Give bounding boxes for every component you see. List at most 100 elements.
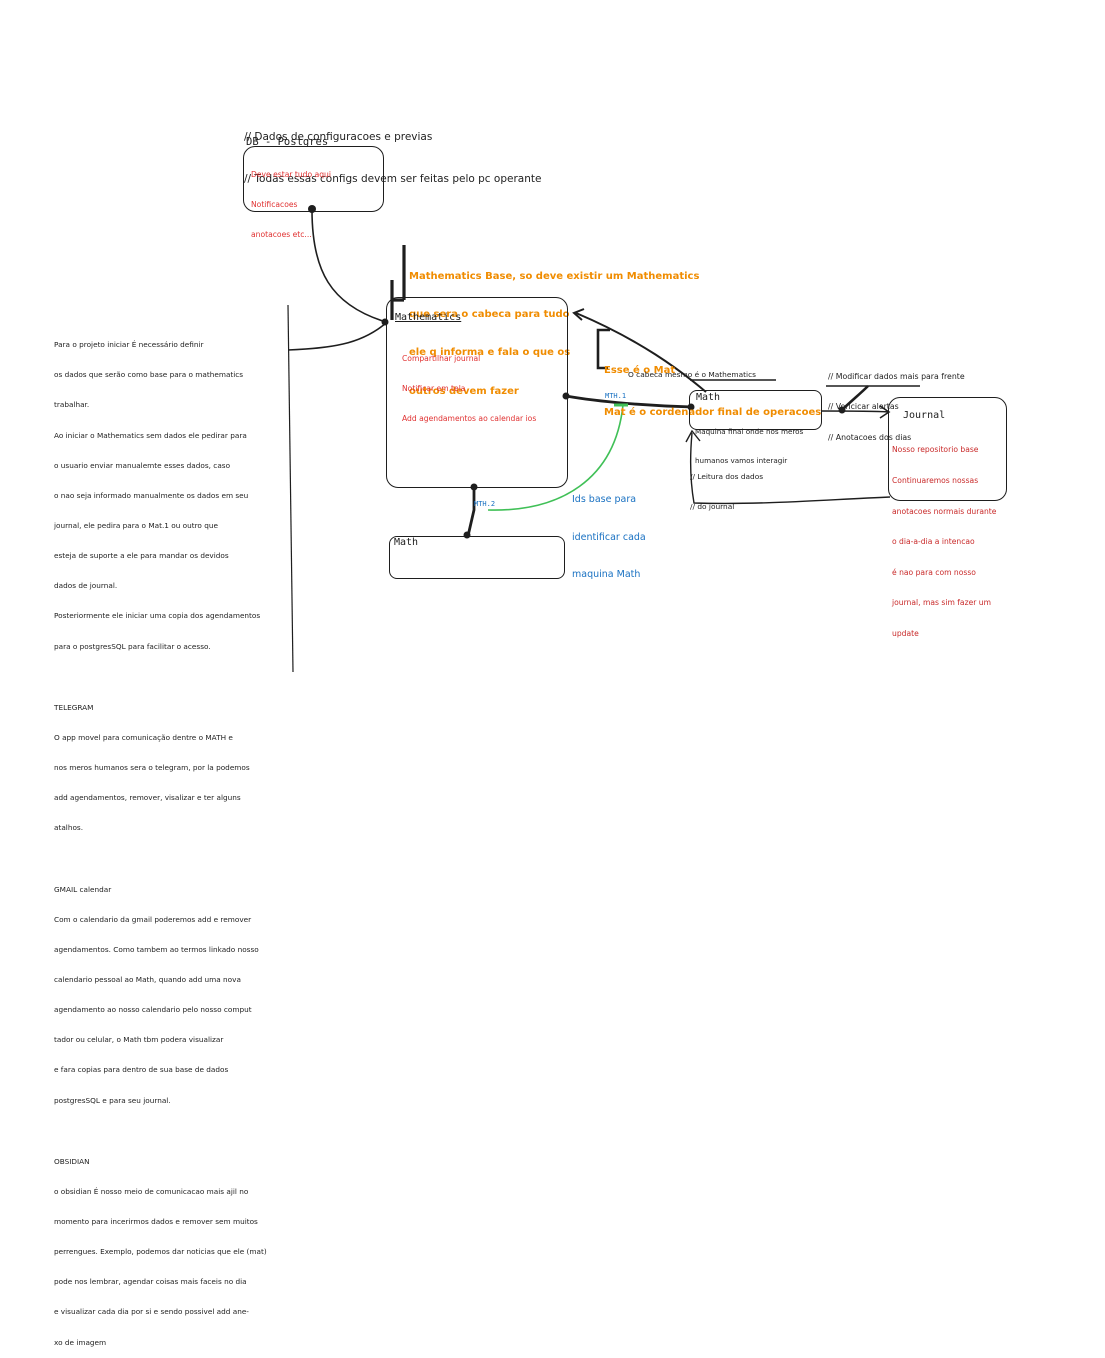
journal-note: anotacoes normais durante: [892, 506, 997, 516]
journal-box[interactable]: Journal Nosso repositorio base Continuar…: [888, 397, 1007, 638]
math-annotation: Esse é o Mat Mat é o cordenador final de…: [604, 336, 821, 434]
mth1-label: MTH.1: [605, 392, 627, 400]
math-desc-line: humanos vamos interagir: [695, 455, 788, 465]
db-note: anotacoes etc...: [251, 230, 312, 239]
sidebar-line: atalhos.: [54, 823, 84, 833]
journal-note: o dia-a-dia a intencao: [892, 537, 975, 547]
journal-note: é nao para com nosso: [892, 567, 976, 577]
journal-comment: // Vericicar alertas: [828, 402, 899, 412]
mathematics-to-math-line: [565, 394, 694, 409]
journal-note: update: [892, 629, 919, 639]
sidebar-line: xo de imagem: [54, 1337, 107, 1347]
sidebar-line: perrengues. Exemplo, podemos dar noticia…: [54, 1247, 267, 1257]
sidebar-line: nos meros humanos sera o telegram, por l…: [54, 763, 250, 773]
journal-comments: // Modificar dados mais para frente // V…: [828, 352, 965, 453]
math-right-title: Math: [696, 392, 721, 403]
read-note-line: // Leitura dos dados: [690, 472, 764, 482]
annotation-line: que sera o cabeca para tudo: [409, 308, 570, 320]
arrowhead-mathematics: [572, 308, 585, 321]
sidebar-line: postgresSQL e para seu journal.: [54, 1095, 171, 1105]
annotation-line: Mathematics Base, so deve existir um Mat…: [409, 270, 700, 282]
ids-caption-line: Ids base para: [572, 494, 637, 505]
sidebar-line: add agendamentos, remover, visalizar e t…: [54, 793, 241, 803]
sidebar-line: Ao iniciar o Mathematics sem dados ele p…: [54, 430, 247, 440]
mathematics-annotation: Mathematics Base, so deve existir um Mat…: [409, 245, 699, 411]
math-caption: O cabeca mesmo é o Mathematics: [628, 370, 757, 379]
mth2-label: MTH.2: [474, 500, 496, 508]
sidebar-line: pode nos lembrar, agendar coisas mais fa…: [54, 1277, 247, 1287]
journal-to-math-arrow: [689, 432, 891, 505]
sidebar-line: Com o calendario da gmail poderemos add …: [54, 914, 252, 924]
sidebar-line: journal, ele pedira para o Mat.1 ou outr…: [54, 520, 218, 530]
db-notes: Deve estar tudo aqui Notificacoes anotac…: [251, 150, 331, 260]
mathematics-to-math-bottom-line: [466, 486, 476, 537]
sidebar-line: O app movel para comunicação dentre o MA…: [54, 732, 233, 742]
arrowhead-math: [685, 429, 701, 443]
ids-caption-line: maquina Math: [572, 569, 641, 580]
journal-comment: // Modificar dados mais para frente: [828, 372, 965, 382]
header-line-2: // Todas essas configs devem ser feitas …: [244, 173, 542, 185]
sidebar-line: esteja de suporte a ele para mandar os d…: [54, 551, 229, 561]
header-comments: // Dados de configuracoes e previas // T…: [244, 102, 541, 200]
db-to-mathematics-arrow: [311, 209, 387, 323]
sidebar-line: agendamento ao nosso calendario pelo nos…: [54, 1005, 252, 1015]
sidebar-line: agendamentos. Como tambem ao termos link…: [54, 944, 259, 954]
db-note: Deve estar tudo aqui: [251, 170, 331, 179]
ids-green-line: [487, 404, 624, 511]
math-desc-line: Maquina final onde nos meros: [695, 427, 804, 436]
sidebar-to-mathematics-line: [287, 322, 387, 351]
math-to-journal-arrow: [821, 410, 889, 413]
sidebar-line: calendario pessoal ao Math, quando add u…: [54, 974, 241, 984]
sidebar-line: Para o projeto iniciar É necessário defi…: [54, 340, 204, 350]
obsidian-title: OBSIDIAN: [54, 1156, 90, 1166]
sidebar-line: tador ou celular, o Math tbm podera visu…: [54, 1035, 224, 1045]
header-line-1: // Dados de configuracoes e previas: [244, 131, 433, 143]
sidebar-line: trabalhar.: [54, 400, 90, 410]
sidebar-line: Posteriormente ele iniciar uma copia dos…: [54, 611, 261, 621]
sidebar-line: para o postgresSQL para facilitar o aces…: [54, 641, 211, 651]
math-to-mathematics-arrow: [575, 312, 707, 393]
sidebar-line: o obsidian É nosso meio de comunicacao m…: [54, 1186, 249, 1196]
journal-title: Journal: [903, 410, 946, 421]
mathematics-note: Notificar em tela: [402, 384, 466, 393]
journal-comment: // Anotacoes dos dias: [828, 432, 912, 442]
sidebar-line: momento para incerirmos dados e remover …: [54, 1217, 258, 1227]
db-title: DB - Postgres: [246, 136, 329, 148]
sidebar-line: dados de journal.: [54, 581, 118, 591]
math-annotation-bracket: [596, 328, 610, 370]
journal-note: journal, mas sim fazer um: [892, 598, 991, 608]
math-right-desc: Maquina final onde nos meros humanos vam…: [695, 408, 803, 484]
mathematics-title: Mathematics: [395, 312, 462, 323]
read-note-line: // do journal: [690, 502, 735, 512]
comments-dot: [838, 406, 846, 414]
mathematics-notes: Compartilhar journal Notificar em tela A…: [402, 334, 536, 444]
annotation-line: outros devem fazer: [409, 385, 519, 397]
read-note: // Leitura dos dados // do journal: [690, 452, 763, 523]
journal-note: Continuaremos nossas: [892, 476, 979, 486]
annotation-line: Mat é o cordenador final de operacoes: [604, 407, 822, 418]
ids-caption: Ids base para identificar cada maquina M…: [572, 469, 646, 594]
telegram-title: TELEGRAM: [54, 702, 94, 712]
sidebar-line: o usuario enviar manualemte esses dados,…: [54, 460, 231, 470]
sidebar-line: o nao seja informado manualmente os dado…: [54, 490, 249, 500]
sidebar-line: e fara copias para dentro de sua base de…: [54, 1065, 229, 1075]
annotation-line: ele q informa e fala o que os: [409, 347, 571, 359]
gmail-title: GMAIL calendar: [54, 884, 112, 894]
math-bottom-box[interactable]: Math: [389, 536, 565, 579]
journal-note: Nosso repositorio base: [892, 445, 979, 455]
sidebar-line: os dados que serão como base para o math…: [54, 370, 244, 380]
db-postgres-box[interactable]: Deve estar tudo aqui Notificacoes anotac…: [243, 146, 384, 239]
sidebar-notes: Para o projeto iniciar É necessário defi…: [54, 320, 267, 1358]
db-note: Notificacoes: [251, 200, 298, 209]
mathematics-note: Add agendamentos ao calendar ios: [402, 414, 537, 423]
arrowhead-journal: [879, 405, 891, 419]
journal-notes: Nosso repositorio base Continuaremos nos…: [892, 425, 996, 660]
math-bottom-title: Math: [394, 537, 419, 548]
ids-caption-line: identificar cada: [572, 531, 646, 543]
annotation-line: Esse é o Mat: [604, 365, 676, 376]
sidebar-divider: [287, 304, 294, 673]
mathematics-note: Compartilhar journal: [402, 354, 481, 363]
mathematics-box[interactable]: Mathematics Compartilhar journal Notific…: [386, 297, 568, 488]
math-right-box[interactable]: Math Maquina final onde nos meros humano…: [689, 390, 822, 465]
sidebar-line: e visualizar cada dia por si e sendo pos…: [54, 1307, 249, 1317]
